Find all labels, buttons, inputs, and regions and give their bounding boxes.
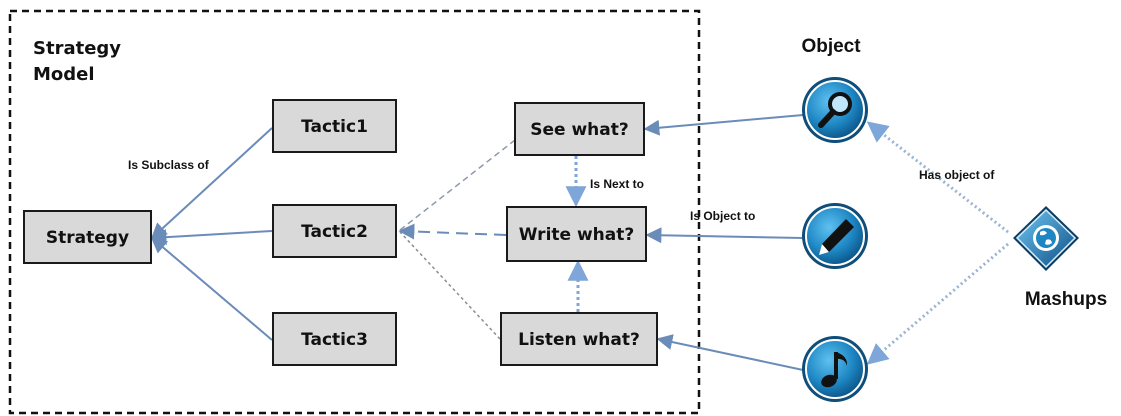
edge-pen-to-write — [645, 227, 804, 244]
node-strategy: Strategy — [23, 210, 152, 264]
node-strategy-label: Strategy — [46, 228, 129, 248]
strategy-model-frame — [8, 9, 701, 415]
edge-tactic2-strategy — [150, 229, 273, 246]
strategy-model-title-line1: Strategy — [33, 38, 121, 59]
pen-icon — [802, 203, 868, 269]
node-tactic1: Tactic1 — [272, 99, 397, 153]
node-tactic1-label: Tactic1 — [301, 117, 368, 137]
edge-write-tactic2 — [398, 223, 507, 240]
node-tactic3-label: Tactic3 — [301, 330, 368, 350]
search-icon — [802, 77, 868, 143]
edge-mashups-to-search — [866, 121, 1009, 234]
edge-music-to-listen — [656, 334, 804, 371]
edge-search-to-see — [643, 114, 804, 136]
node-see-what: See what? — [514, 102, 645, 156]
object-label: Object — [801, 36, 861, 57]
mashups-label: Mashups — [1025, 289, 1107, 310]
globe-icon — [1013, 206, 1079, 271]
strategy-model-title-line2: Model — [33, 64, 95, 85]
node-tactic2: Tactic2 — [272, 204, 397, 258]
label-is-subclass-of: Is Subclass of — [128, 158, 210, 172]
node-listen-what: Listen what? — [500, 312, 658, 366]
node-write-what-label: Write what? — [519, 225, 635, 245]
node-see-what-label: See what? — [530, 120, 629, 140]
label-is-next-to: Is Next to — [590, 177, 644, 191]
music-note-icon — [802, 336, 868, 402]
edge-listen-tactic2 — [399, 231, 501, 340]
node-tactic2-label: Tactic2 — [301, 222, 368, 242]
node-tactic3: Tactic3 — [272, 312, 397, 366]
node-listen-what-label: Listen what? — [518, 330, 640, 350]
edge-tactic1-strategy — [150, 127, 273, 240]
node-write-what: Write what? — [506, 206, 647, 262]
edge-tactic3-strategy — [150, 236, 273, 341]
label-has-object-of: Has object of — [919, 168, 995, 182]
edge-see-tactic2 — [399, 139, 516, 231]
edge-mashups-to-music — [866, 242, 1009, 365]
label-is-object-to: Is Object to — [690, 209, 755, 223]
